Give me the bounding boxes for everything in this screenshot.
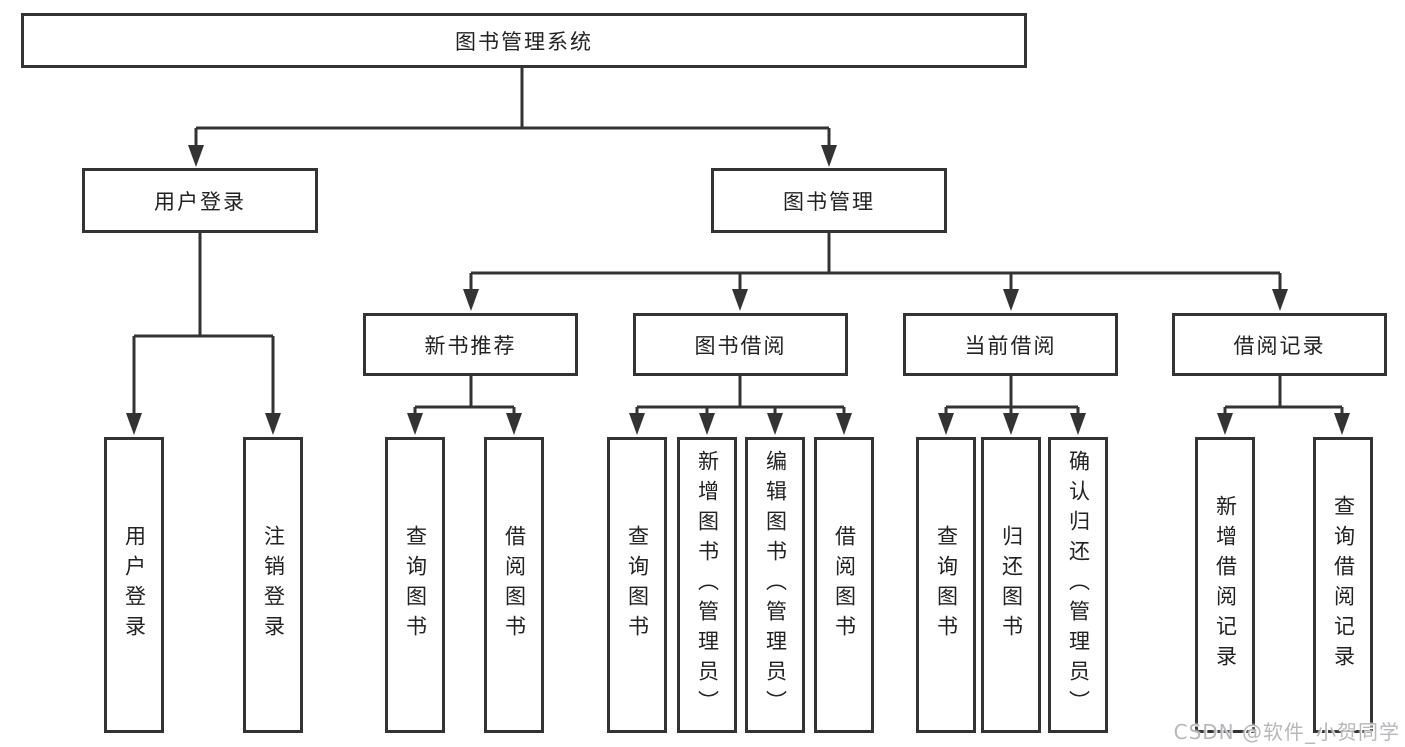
leaf-query-borrow-record: 查询借阅记录 bbox=[1313, 437, 1373, 733]
node-borrow-record-label: 借阅记录 bbox=[1233, 333, 1326, 358]
leaf-borrow-books-2-label: 借阅图书 bbox=[832, 525, 857, 645]
connector-new-books-split bbox=[407, 376, 522, 435]
node-book-borrow-label: 图书借阅 bbox=[694, 333, 787, 358]
node-borrow-record: 借阅记录 bbox=[1172, 313, 1387, 376]
connector-book-borrow-split bbox=[629, 376, 852, 435]
leaf-borrow-books-1: 借阅图书 bbox=[484, 437, 544, 733]
node-book-mgmt-label: 图书管理 bbox=[783, 189, 875, 214]
node-user-login-label: 用户登录 bbox=[154, 189, 246, 214]
leaf-confirm-return-admin: 确认归还（管理员） bbox=[1048, 437, 1108, 733]
leaf-borrow-books-1-label: 借阅图书 bbox=[502, 525, 527, 645]
node-root-label: 图书管理系统 bbox=[455, 29, 593, 54]
leaf-user-login: 用户登录 bbox=[104, 437, 164, 733]
leaf-borrow-books-2: 借阅图书 bbox=[814, 437, 874, 733]
leaf-return-books-label: 归还图书 bbox=[999, 525, 1024, 645]
leaf-query-books-2: 查询图书 bbox=[607, 437, 667, 733]
leaf-edit-books-admin-label: 编辑图书（管理员） bbox=[763, 450, 788, 720]
csdn-watermark: CSDN @软件_小贺同学 bbox=[1173, 720, 1400, 744]
node-current-borrow: 当前借阅 bbox=[903, 313, 1118, 376]
connector-borrow-record-split bbox=[1217, 376, 1350, 435]
leaf-add-books-admin-label: 新增图书（管理员） bbox=[695, 450, 720, 720]
node-new-books-label: 新书推荐 bbox=[424, 333, 517, 358]
connector-current-borrow-split bbox=[938, 376, 1086, 435]
leaf-query-books-1-label: 查询图书 bbox=[403, 525, 428, 645]
connector-root-split bbox=[188, 68, 837, 167]
leaf-query-books-2-label: 查询图书 bbox=[625, 525, 650, 645]
leaf-add-books-admin: 新增图书（管理员） bbox=[677, 437, 737, 733]
connector-user-login-split bbox=[126, 233, 281, 435]
connector-book-mgmt-split bbox=[463, 233, 1288, 311]
leaf-add-borrow-record: 新增借阅记录 bbox=[1195, 437, 1255, 733]
leaf-edit-books-admin: 编辑图书（管理员） bbox=[745, 437, 805, 733]
node-user-login: 用户登录 bbox=[82, 168, 318, 233]
node-book-borrow: 图书借阅 bbox=[633, 313, 848, 376]
leaf-query-books-1: 查询图书 bbox=[385, 437, 445, 733]
leaf-add-borrow-record-label: 新增借阅记录 bbox=[1213, 495, 1238, 675]
leaf-return-books: 归还图书 bbox=[981, 437, 1041, 733]
node-book-mgmt: 图书管理 bbox=[711, 168, 947, 233]
node-new-books: 新书推荐 bbox=[363, 313, 578, 376]
node-current-borrow-label: 当前借阅 bbox=[964, 333, 1057, 358]
leaf-logout-label: 注销登录 bbox=[261, 525, 286, 645]
leaf-query-books-3-label: 查询图书 bbox=[934, 525, 959, 645]
leaf-query-borrow-record-label: 查询借阅记录 bbox=[1331, 495, 1356, 675]
leaf-logout: 注销登录 bbox=[243, 437, 303, 733]
leaf-user-login-label: 用户登录 bbox=[122, 525, 147, 645]
node-root: 图书管理系统 bbox=[21, 13, 1027, 68]
leaf-confirm-return-admin-label: 确认归还（管理员） bbox=[1066, 450, 1091, 720]
leaf-query-books-3: 查询图书 bbox=[916, 437, 976, 733]
